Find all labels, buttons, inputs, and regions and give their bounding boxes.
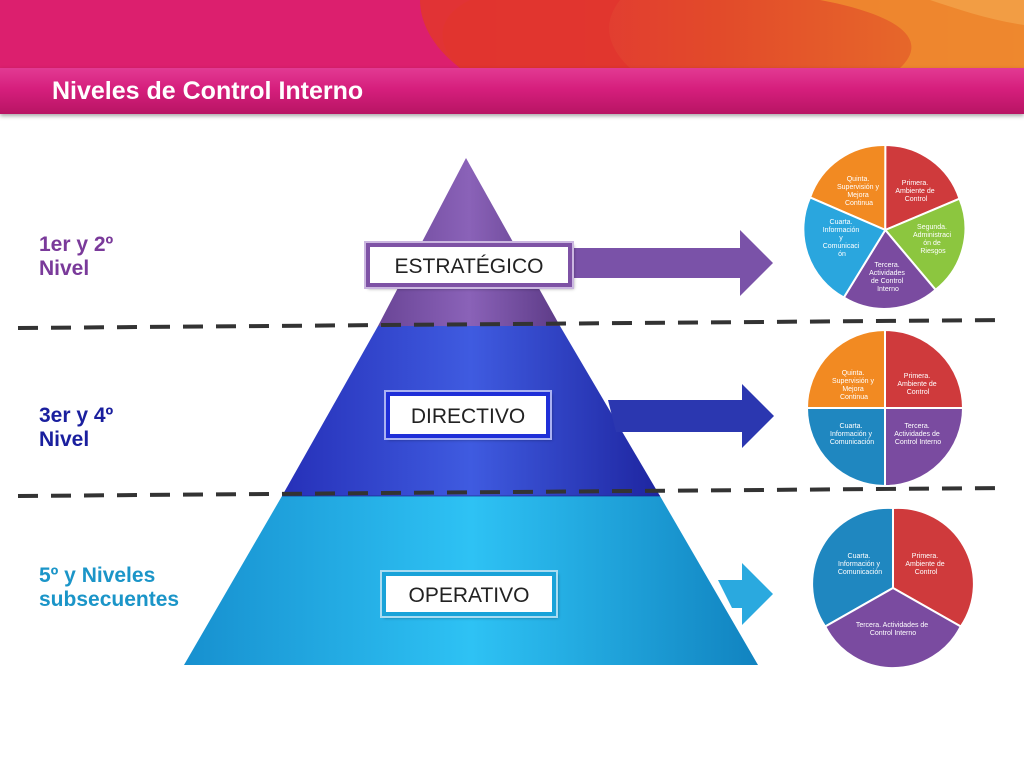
cycle-segment-cuarta bbox=[802, 196, 887, 299]
cycle3-segment-tercera bbox=[823, 586, 963, 670]
cycle4-label-cuarta: Cuarta. Información y Comunicación bbox=[830, 423, 874, 446]
cycle5-label-quinta: Quinta. Supervisión y Mejora Continua bbox=[837, 176, 881, 207]
level-label-directive-line2: Nivel bbox=[39, 428, 90, 451]
cycle5-label-tercera: Tercera. Actividades de Control Interno bbox=[869, 262, 907, 293]
tier-label-directivo: DIRECTIVO bbox=[386, 392, 550, 438]
cycle-five-components: Quinta. Supervisión y Mejora Continua Pr… bbox=[802, 143, 967, 310]
level-label-directive-line1: 3er y 4º bbox=[39, 404, 114, 427]
cycle4-label-primera: Primera. Ambiente de Control bbox=[897, 373, 938, 396]
cycle4-segment-cuarta bbox=[805, 407, 886, 488]
cycle3-label-tercera: Tercera. Actividades de Control Interno bbox=[856, 622, 930, 637]
level-label-operative: 5º y Niveles subsecuentes bbox=[39, 564, 179, 612]
cycle5-label-segunda: Segunda. Administraci ón de Riesgos bbox=[913, 224, 953, 255]
level-label-operative-line2: subsecuentes bbox=[39, 588, 180, 611]
level-label-strategic-line1: 1er y 2º bbox=[39, 233, 114, 256]
cycle4-segment-quinta bbox=[805, 328, 886, 409]
cycle3-label-cuarta: Cuarta. Información y Comunicación bbox=[838, 553, 882, 576]
tier-label-estrategico: ESTRATÉGICO bbox=[366, 243, 572, 287]
top-banner-area bbox=[0, 0, 1024, 68]
level-label-directive: 3er y 4º Nivel bbox=[39, 404, 113, 452]
arrow-operative bbox=[718, 563, 773, 625]
cycle5-label-primera: Primera. Ambiente de Control bbox=[895, 180, 936, 203]
level-label-strategic: 1er y 2º Nivel bbox=[39, 233, 113, 281]
title-bar: Niveles de Control Interno bbox=[0, 68, 1024, 114]
arrow-directive bbox=[608, 384, 774, 448]
cycle4-segment-primera bbox=[884, 328, 965, 409]
tier-label-operativo: OPERATIVO bbox=[382, 572, 556, 616]
cycle3-segment-cuarta bbox=[811, 506, 894, 628]
cycle4-segment-tercera bbox=[884, 407, 965, 488]
top-banner bbox=[0, 0, 1024, 68]
cycle-three-components: Cuarta. Información y Comunicación Prime… bbox=[811, 506, 975, 670]
arrow-strategic bbox=[568, 230, 773, 296]
pyramid-tier-strategic bbox=[378, 158, 560, 326]
cycle4-label-tercera: Tercera. Actividades de Control Interno bbox=[894, 423, 941, 446]
level-label-strategic-line2: Nivel bbox=[39, 257, 90, 280]
level-label-operative-line1: 5º y Niveles bbox=[39, 564, 156, 587]
cycle3-segment-primera bbox=[892, 506, 975, 628]
page-title: Niveles de Control Interno bbox=[52, 77, 364, 105]
cycle3-label-primera: Primera. Ambiente de Control bbox=[905, 553, 946, 576]
cycle-four-components: Quinta. Supervisión y Mejora Continua Pr… bbox=[805, 328, 965, 488]
cycle4-label-quinta: Quinta. Supervisión y Mejora Continua bbox=[832, 370, 876, 401]
cycle5-label-cuarta: Cuarta. Información y Comunicaci ón bbox=[823, 219, 862, 258]
